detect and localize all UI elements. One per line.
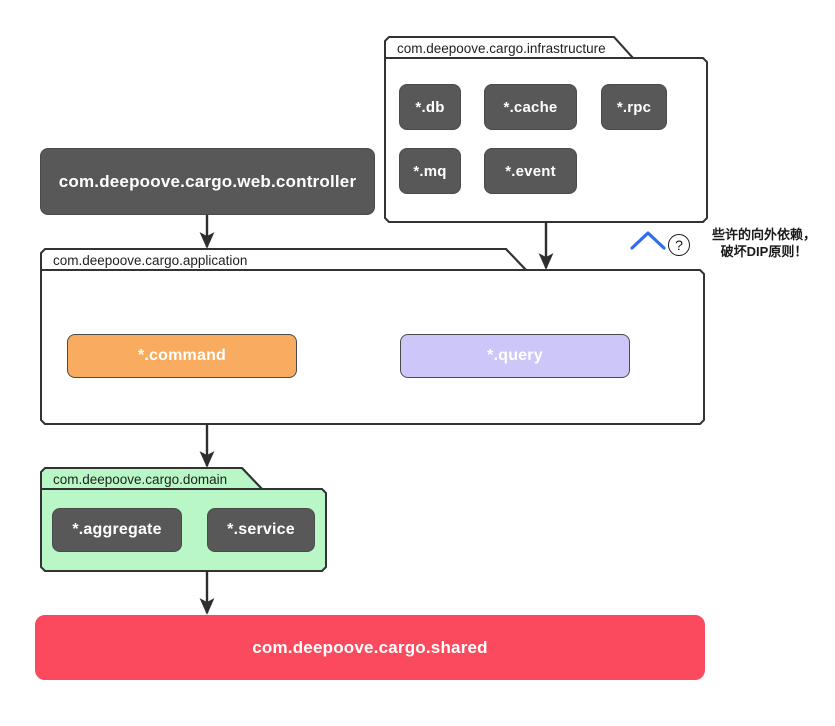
infrastructure-package-label: com.deepoove.cargo.infrastructure <box>397 40 606 56</box>
component-query[interactable]: *.query <box>400 334 630 378</box>
component-mq[interactable]: *.mq <box>399 148 461 194</box>
node-web-controller[interactable]: com.deepoove.cargo.web.controller <box>40 148 375 215</box>
component-command[interactable]: *.command <box>67 334 297 378</box>
component-service[interactable]: *.service <box>207 508 315 552</box>
component-event[interactable]: *.event <box>484 148 577 194</box>
component-rpc[interactable]: *.rpc <box>601 84 667 130</box>
component-aggregate[interactable]: *.aggregate <box>52 508 182 552</box>
component-cache[interactable]: *.cache <box>484 84 577 130</box>
domain-package-label: com.deepoove.cargo.domain <box>53 471 228 487</box>
question-mark-icon: ? <box>668 234 690 256</box>
annotation-text: 些许的向外依赖， 破坏DIP原则！ <box>711 227 816 259</box>
component-db[interactable]: *.db <box>399 84 461 130</box>
application-package-label: com.deepoove.cargo.application <box>53 252 248 268</box>
node-shared[interactable]: com.deepoove.cargo.shared <box>35 615 705 680</box>
caret-up-icon <box>630 231 666 250</box>
